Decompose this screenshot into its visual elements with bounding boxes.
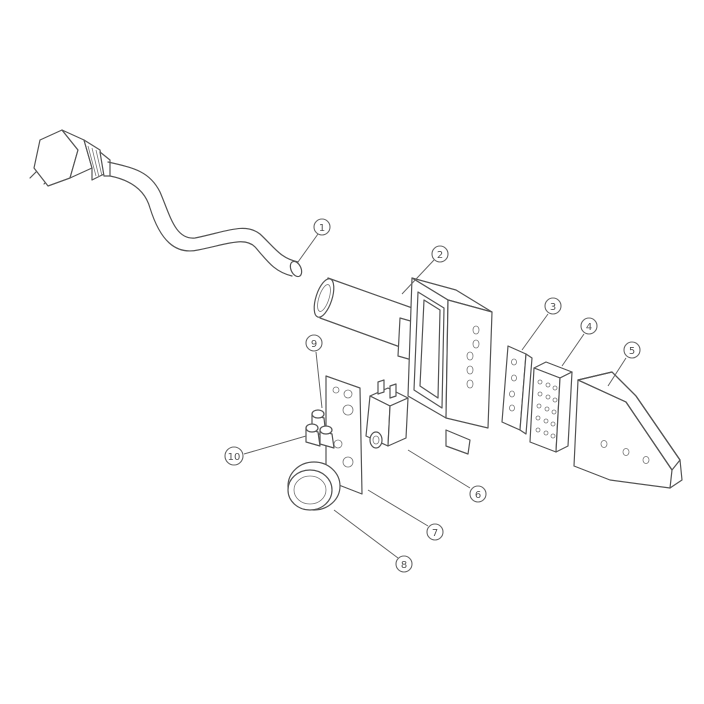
callout-label: 2 <box>437 250 443 261</box>
switch <box>365 379 409 449</box>
callout-9: 9 <box>305 334 323 352</box>
callout-label: 9 <box>311 339 317 350</box>
leader-lines <box>243 233 627 559</box>
callout-10: 10 <box>224 446 244 466</box>
callout-2: 2 <box>431 245 449 263</box>
callout-8: 8 <box>395 555 413 573</box>
power-plug <box>29 129 111 187</box>
perforated-block <box>529 361 573 453</box>
callout-label: 4 <box>586 322 592 333</box>
callout-5: 5 <box>623 341 641 359</box>
power-cable <box>107 161 303 278</box>
callout-label: 8 <box>401 560 407 571</box>
callout-4: 4 <box>580 317 598 335</box>
temperature-knob <box>287 461 341 511</box>
terminal-plate <box>501 345 533 435</box>
callout-label: 3 <box>550 302 556 313</box>
callout-label: 10 <box>228 452 241 463</box>
heater-tube <box>313 277 419 361</box>
callout-label: 5 <box>629 346 635 357</box>
callout-1: 1 <box>313 218 331 236</box>
callout-label: 7 <box>432 528 438 539</box>
callout-7: 7 <box>426 523 444 541</box>
heating-plate <box>573 371 683 489</box>
callout-3: 3 <box>544 297 562 315</box>
callout-label: 1 <box>319 223 325 234</box>
heater-housing <box>407 277 493 455</box>
callout-6: 6 <box>469 485 487 503</box>
callout-label: 6 <box>475 490 481 501</box>
indicator-lamps <box>305 409 335 449</box>
